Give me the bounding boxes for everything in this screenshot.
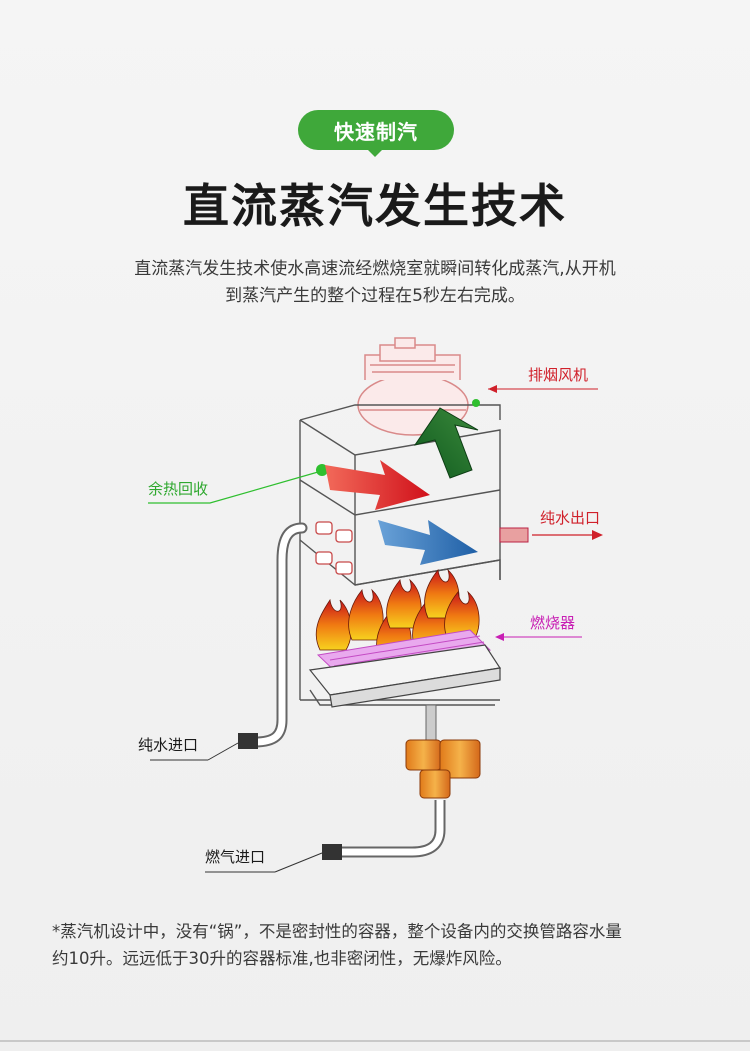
gas-pipe bbox=[340, 800, 446, 858]
heat-recovery-label: 余热回收 bbox=[148, 480, 208, 498]
hot-air-arrow bbox=[325, 460, 430, 510]
callout-pure-water-outlet: 纯水出口 bbox=[532, 509, 603, 540]
exhaust-arrow bbox=[413, 407, 479, 479]
feature-badge-label: 快速制汽 bbox=[334, 119, 418, 144]
feature-badge-pointer bbox=[366, 148, 384, 157]
exhaust-fan-label: 排烟风机 bbox=[528, 366, 588, 384]
callout-pure-water-inlet: 纯水进口 bbox=[138, 736, 239, 761]
page-title: 直流蒸汽发生技术 bbox=[183, 179, 567, 233]
pure-water-inlet-label: 纯水进口 bbox=[138, 736, 198, 754]
description-line-1: 直流蒸汽发生技术使水高速流经燃烧室就瞬间转化成蒸汽,从开机 bbox=[134, 259, 616, 279]
description-line-2: 到蒸汽产生的整个过程在5秒左右完成。 bbox=[225, 286, 525, 306]
callout-burner: 燃烧器 bbox=[495, 614, 582, 641]
callout-exhaust-fan: 排烟风机 bbox=[488, 366, 598, 393]
gas-inlet-label: 燃气进口 bbox=[205, 848, 265, 866]
steam-generator-diagram: 排烟风机 余热回收 纯水出口 燃烧器 纯水进口 燃气进口 bbox=[138, 337, 603, 873]
gas-valve-icon bbox=[405, 704, 481, 799]
connection-dot bbox=[472, 399, 480, 407]
connection-dot bbox=[316, 464, 328, 476]
water-flow-arrow bbox=[378, 520, 478, 565]
burner-label: 燃烧器 bbox=[530, 614, 575, 632]
feature-badge: 快速制汽 bbox=[298, 110, 454, 150]
pure-water-outlet-label: 纯水出口 bbox=[540, 509, 600, 527]
pure-water-inlet-fitting bbox=[238, 733, 258, 749]
footnote: *蒸汽机设计中，没有“锅”，不是密封性的容器，整个设备内的交换管路容水量 约10… bbox=[52, 918, 712, 972]
bottom-divider bbox=[0, 1040, 750, 1042]
description: 直流蒸汽发生技术使水高速流经燃烧室就瞬间转化成蒸汽,从开机 到蒸汽产生的整个过程… bbox=[60, 256, 690, 310]
footnote-line-2: 约10升。远远低于30升的容器标准,也非密闭性，无爆炸风险。 bbox=[52, 949, 512, 968]
pure-water-outlet-pipe bbox=[499, 527, 529, 543]
burner-base bbox=[308, 644, 502, 708]
callout-heat-recovery: 余热回收 bbox=[148, 471, 319, 504]
footnote-line-1: *蒸汽机设计中，没有“锅”，不是密封性的容器，整个设备内的交换管路容水量 bbox=[52, 922, 622, 941]
gas-inlet-fitting bbox=[322, 844, 342, 860]
pipe-fittings bbox=[315, 521, 353, 575]
callout-gas-inlet: 燃气进口 bbox=[205, 848, 323, 873]
